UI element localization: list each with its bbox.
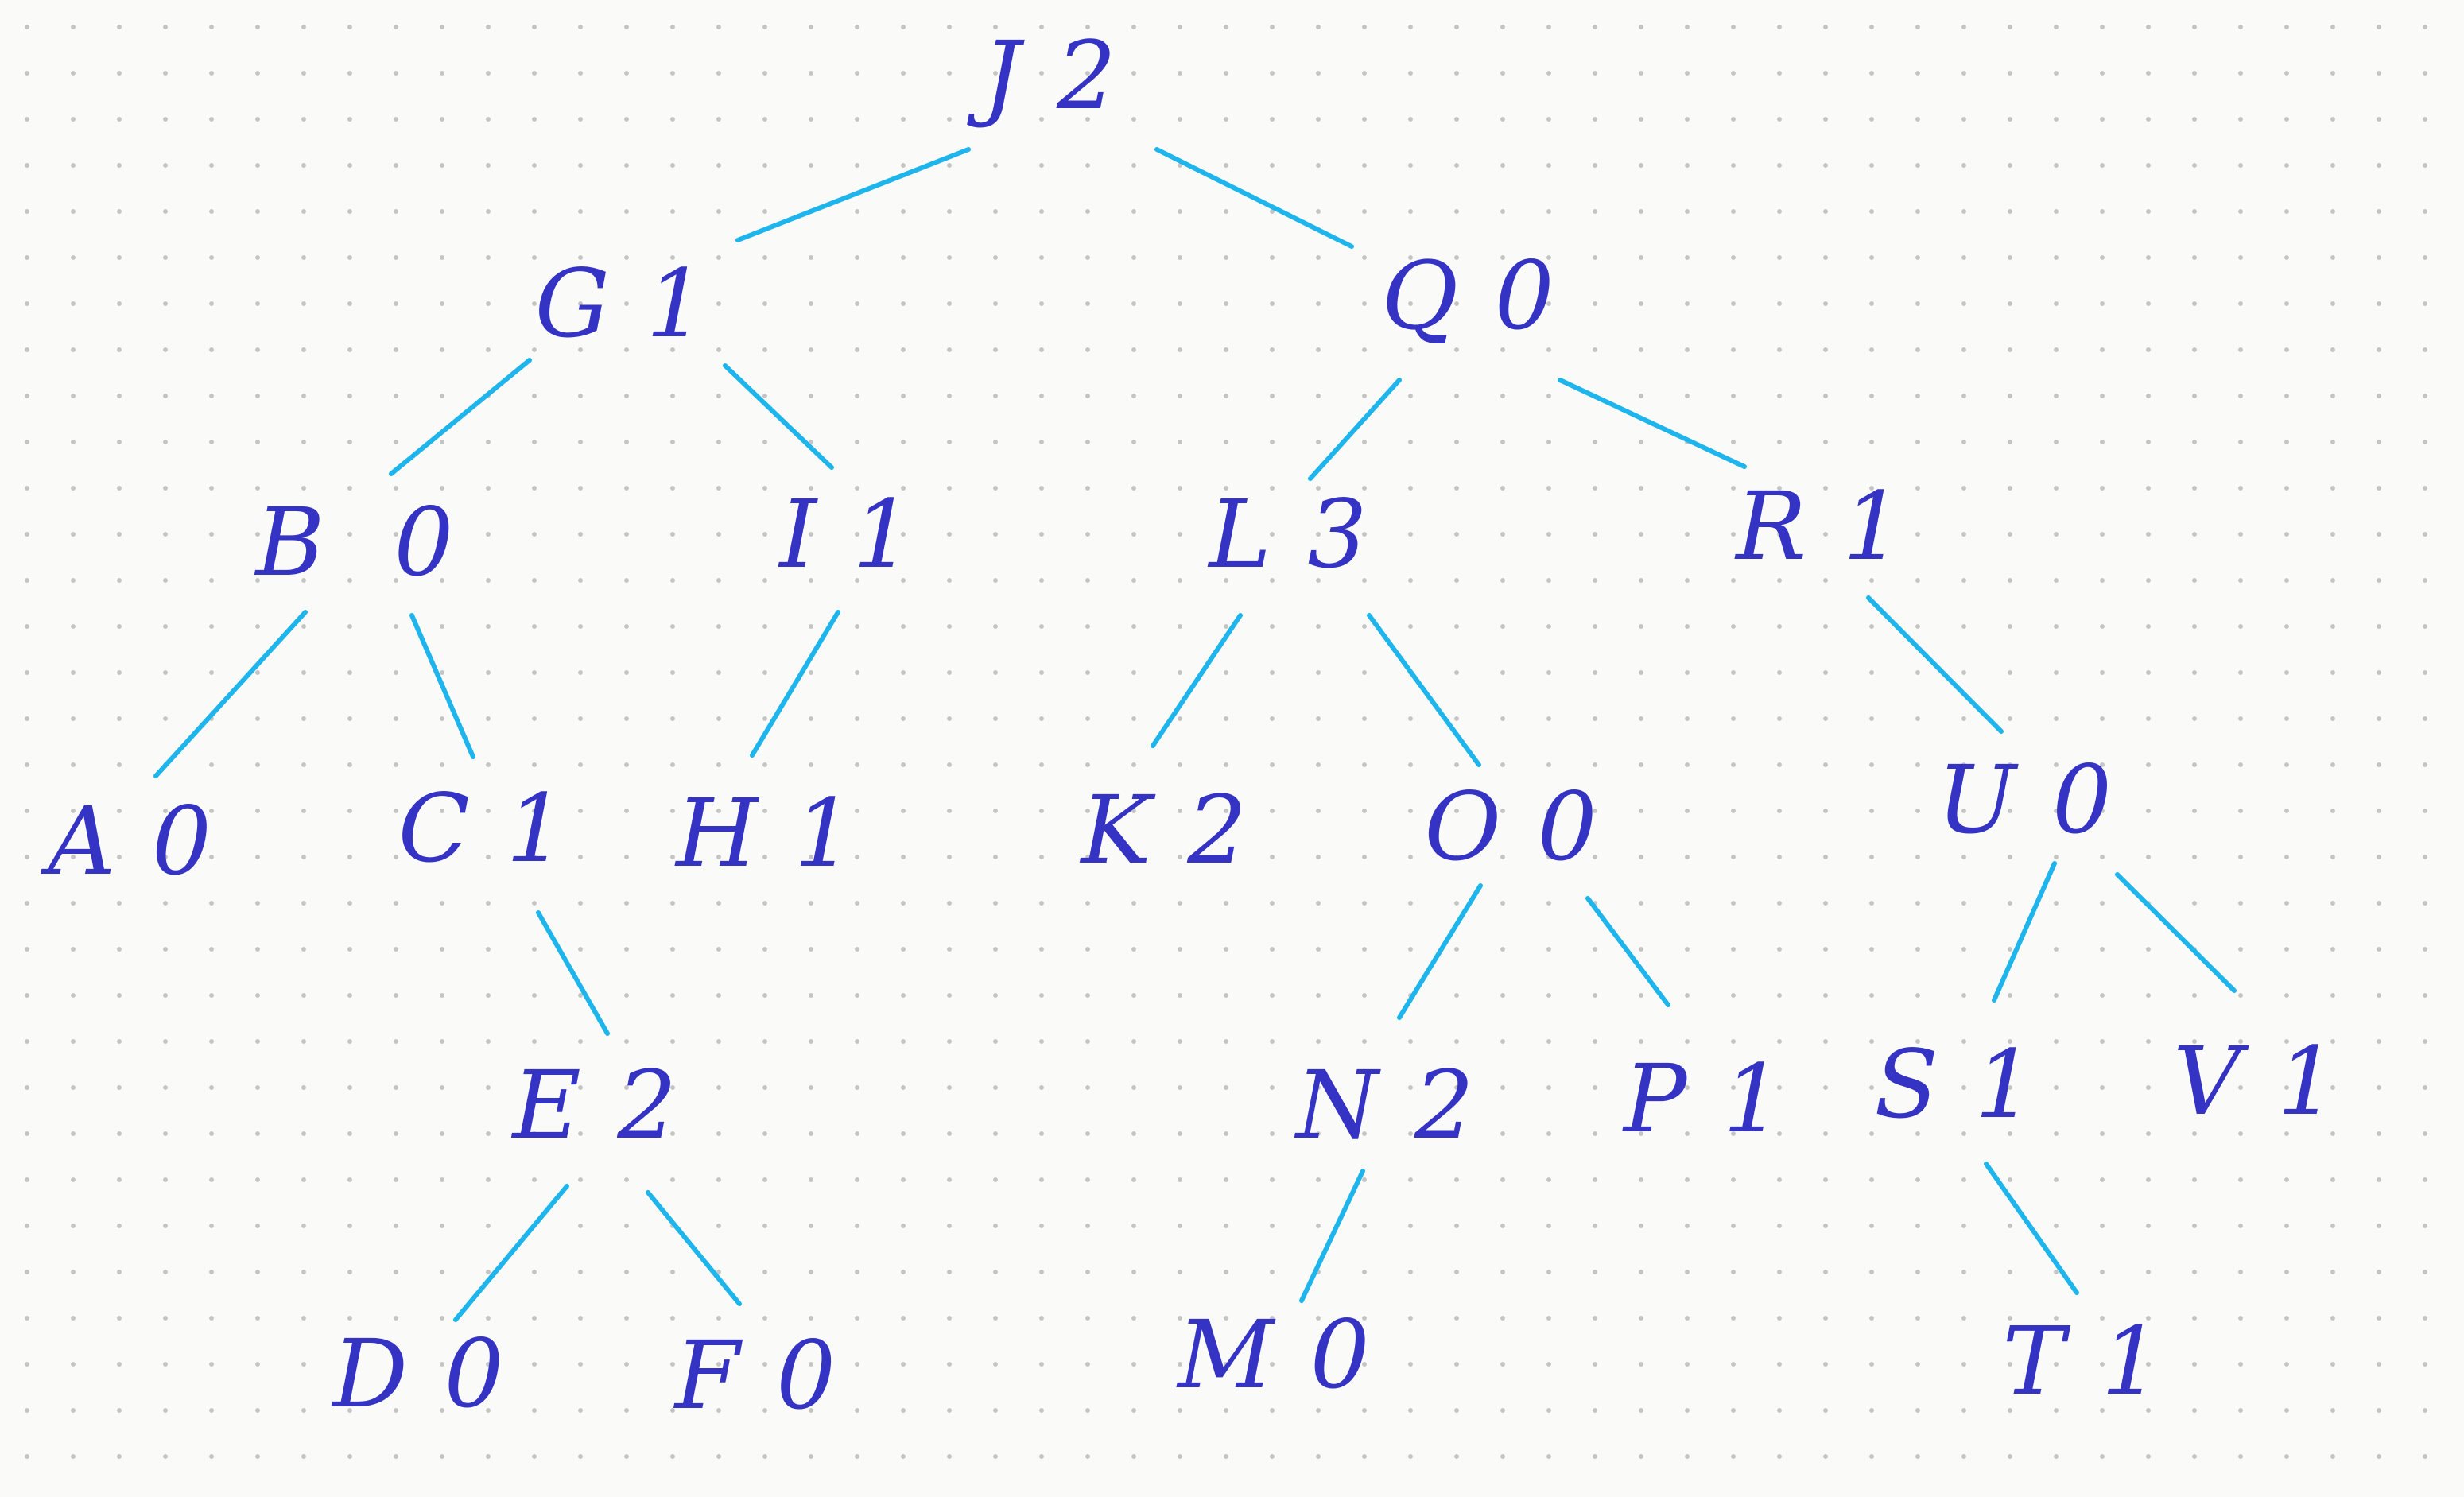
node-B: B 0 [255,487,457,597]
node-F: F 0 [674,1321,840,1430]
edge-B-A [153,610,308,778]
edge-N-M [1299,1169,1365,1303]
edge-O-N [1397,883,1483,1020]
node-T: T 1 [2002,1306,2164,1416]
node-J: J 2 [983,21,1119,130]
edge-O-P [1585,896,1670,1007]
node-A: A 0 [48,786,215,896]
edge-R-U [1866,595,2004,734]
node-S: S 1 [1874,1030,2038,1139]
node-L: L 3 [1209,479,1371,589]
node-P: P 1 [1624,1044,1786,1154]
node-K: K 2 [1081,775,1251,885]
edge-E-F [646,1190,742,1306]
edge-L-K [1151,613,1243,748]
edge-G-B [389,358,532,476]
node-O: O 0 [1424,772,1601,882]
edge-B-C [409,613,475,759]
node-M: M 0 [1178,1300,1373,1410]
edge-U-V [2115,872,2237,993]
node-V: V 1 [2173,1026,2340,1136]
edge-U-S [1992,861,2057,1003]
node-N: N 2 [1296,1050,1477,1160]
node-Q: Q 0 [1381,241,1558,351]
edge-E-D [453,1184,569,1322]
node-R: R 1 [1736,471,1906,581]
edge-L-O [1367,613,1481,767]
edge-Q-L [1308,378,1402,481]
edge-I-H [750,610,840,758]
node-C: C 1 [398,774,569,883]
edge-J-Q [1154,147,1354,249]
edge-G-I [723,363,834,470]
node-D: D 0 [332,1319,507,1429]
node-G: G 1 [534,249,709,359]
edge-J-G [735,147,971,242]
edge-Q-R [1558,378,1747,469]
edge-S-T [1984,1162,2079,1295]
node-I: I 1 [779,479,916,589]
node-U: U 0 [1936,745,2116,855]
edge-C-E [536,910,610,1036]
node-E: E 2 [512,1050,681,1160]
node-H: H 1 [676,778,857,888]
